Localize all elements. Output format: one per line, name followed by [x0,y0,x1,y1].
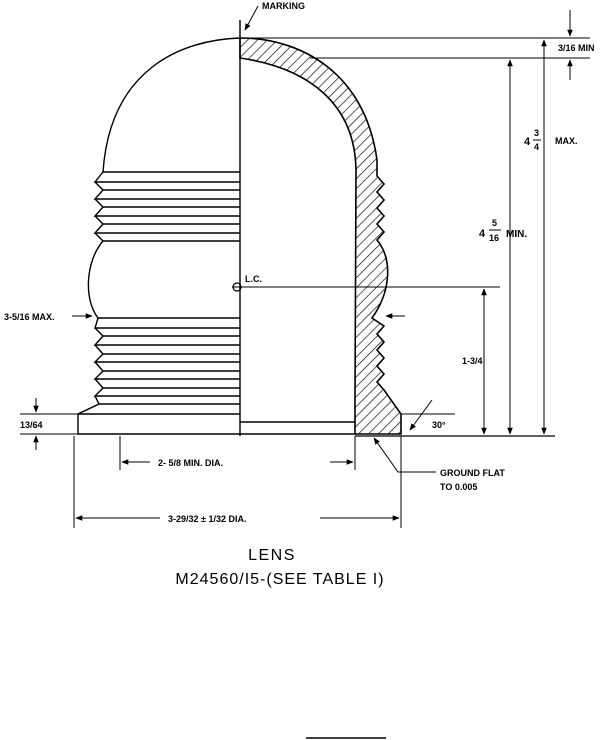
ground-flat-label: GROUND FLAT [440,468,505,478]
dim-overall-suffix: MAX. [555,136,578,146]
dim-min-dia-label: 2- 5/8 MIN. DIA. [158,458,223,468]
angle-label: 30° [432,420,446,430]
dim-inner-num: 5 [492,218,497,228]
dim-inner-whole: 4 [479,228,486,240]
dim-top-label: 3/16 MIN [558,43,595,53]
caption-title: LENS [248,547,296,564]
dim-center-height-label: 1-3/4 [462,356,483,366]
dim-overall-whole: 4 [524,136,531,148]
lc-label: L.C. [245,274,262,284]
dim-overall-den: 4 [534,142,539,152]
marking-label: MARKING [262,1,305,11]
lens-section-view [239,37,402,435]
dim-inner-den: 16 [489,233,499,243]
lens-exterior-view [77,37,241,435]
dim-base-height-label: 13/64 [20,420,43,430]
dim-overall-num: 3 [534,128,539,138]
dimension-lines [20,5,590,528]
dim-left-max-label: 3-5/16 MAX. [4,312,55,322]
dim-outer-dia-label: 3-29/32 ± 1/32 DIA. [168,514,246,524]
ground-flat-tolerance: TO 0.005 [440,482,477,492]
light-center-marker [232,282,500,292]
dim-inner-suffix: MIN. [506,229,527,240]
caption-part-number: M24560/I5-(SEE TABLE I) [175,571,384,588]
